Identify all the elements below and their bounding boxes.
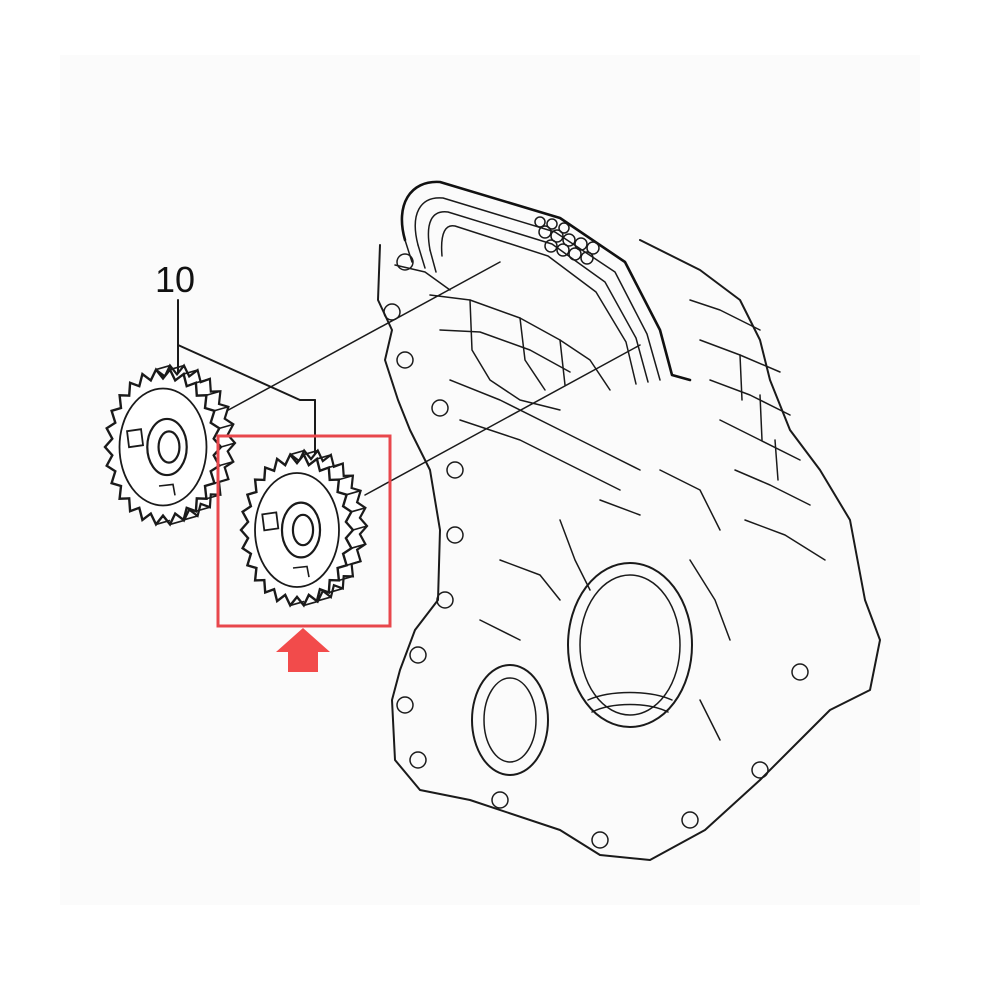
timing-chain xyxy=(400,180,692,385)
gear-key-tab xyxy=(261,511,280,532)
gear-tooth-edge xyxy=(346,489,361,496)
gear-tooth-edge xyxy=(303,449,318,456)
gear-tooth-edge xyxy=(169,364,185,371)
gear-tooth-edge xyxy=(352,525,368,531)
gear-web xyxy=(118,387,208,507)
gear-tooth-edge xyxy=(214,405,229,412)
gear-tooth-edge xyxy=(155,519,171,526)
lower-opening xyxy=(471,664,549,776)
gear-tooth-edge xyxy=(316,596,332,602)
gear-teeth-front xyxy=(103,367,223,527)
gear-bore xyxy=(157,430,181,464)
gear-tooth-edge xyxy=(169,519,185,526)
gear-teeth-front xyxy=(239,452,355,608)
gear-tooth-edge xyxy=(351,543,366,549)
gear-tooth-edge xyxy=(290,449,305,456)
gear-tooth-edge xyxy=(303,600,318,607)
gear-tooth-edge xyxy=(316,454,332,460)
gear-tooth-edge xyxy=(351,507,366,513)
gear-hub xyxy=(146,417,188,477)
gear-tooth-edge xyxy=(219,423,234,430)
block-outline xyxy=(377,239,881,861)
gear-notch xyxy=(158,483,176,496)
gear-web xyxy=(254,472,340,588)
gear-tooth-edge xyxy=(220,442,236,448)
engine-block xyxy=(377,180,881,861)
pointer-arrow-icon xyxy=(276,628,330,672)
crank-opening xyxy=(567,562,693,728)
gear-tooth-edge xyxy=(290,600,305,607)
gear-tooth-edge xyxy=(195,378,211,384)
gear-tooth-edge xyxy=(328,587,344,594)
gear-key-tab xyxy=(126,428,145,449)
gear-tooth-edge xyxy=(338,474,354,481)
sprocket-right-highlighted xyxy=(239,448,369,608)
gear-bore xyxy=(291,513,315,547)
callout-number: 10 xyxy=(155,259,195,300)
highlight-box xyxy=(216,434,392,628)
gear-tooth-edge xyxy=(328,462,344,469)
gear-tooth-edge xyxy=(183,515,198,521)
gear-tooth-edge xyxy=(206,390,221,397)
gear-hub xyxy=(280,501,322,559)
gear-tooth-edge xyxy=(183,369,198,375)
gear-tooth-edge xyxy=(338,575,354,582)
sprocket-left xyxy=(103,363,237,527)
gear-tooth-edge xyxy=(219,460,234,467)
gear-notch xyxy=(292,565,310,578)
gear-tooth-edge xyxy=(346,560,361,567)
gear-tooth-edge xyxy=(195,506,211,512)
gear-tooth-edge xyxy=(155,364,171,371)
